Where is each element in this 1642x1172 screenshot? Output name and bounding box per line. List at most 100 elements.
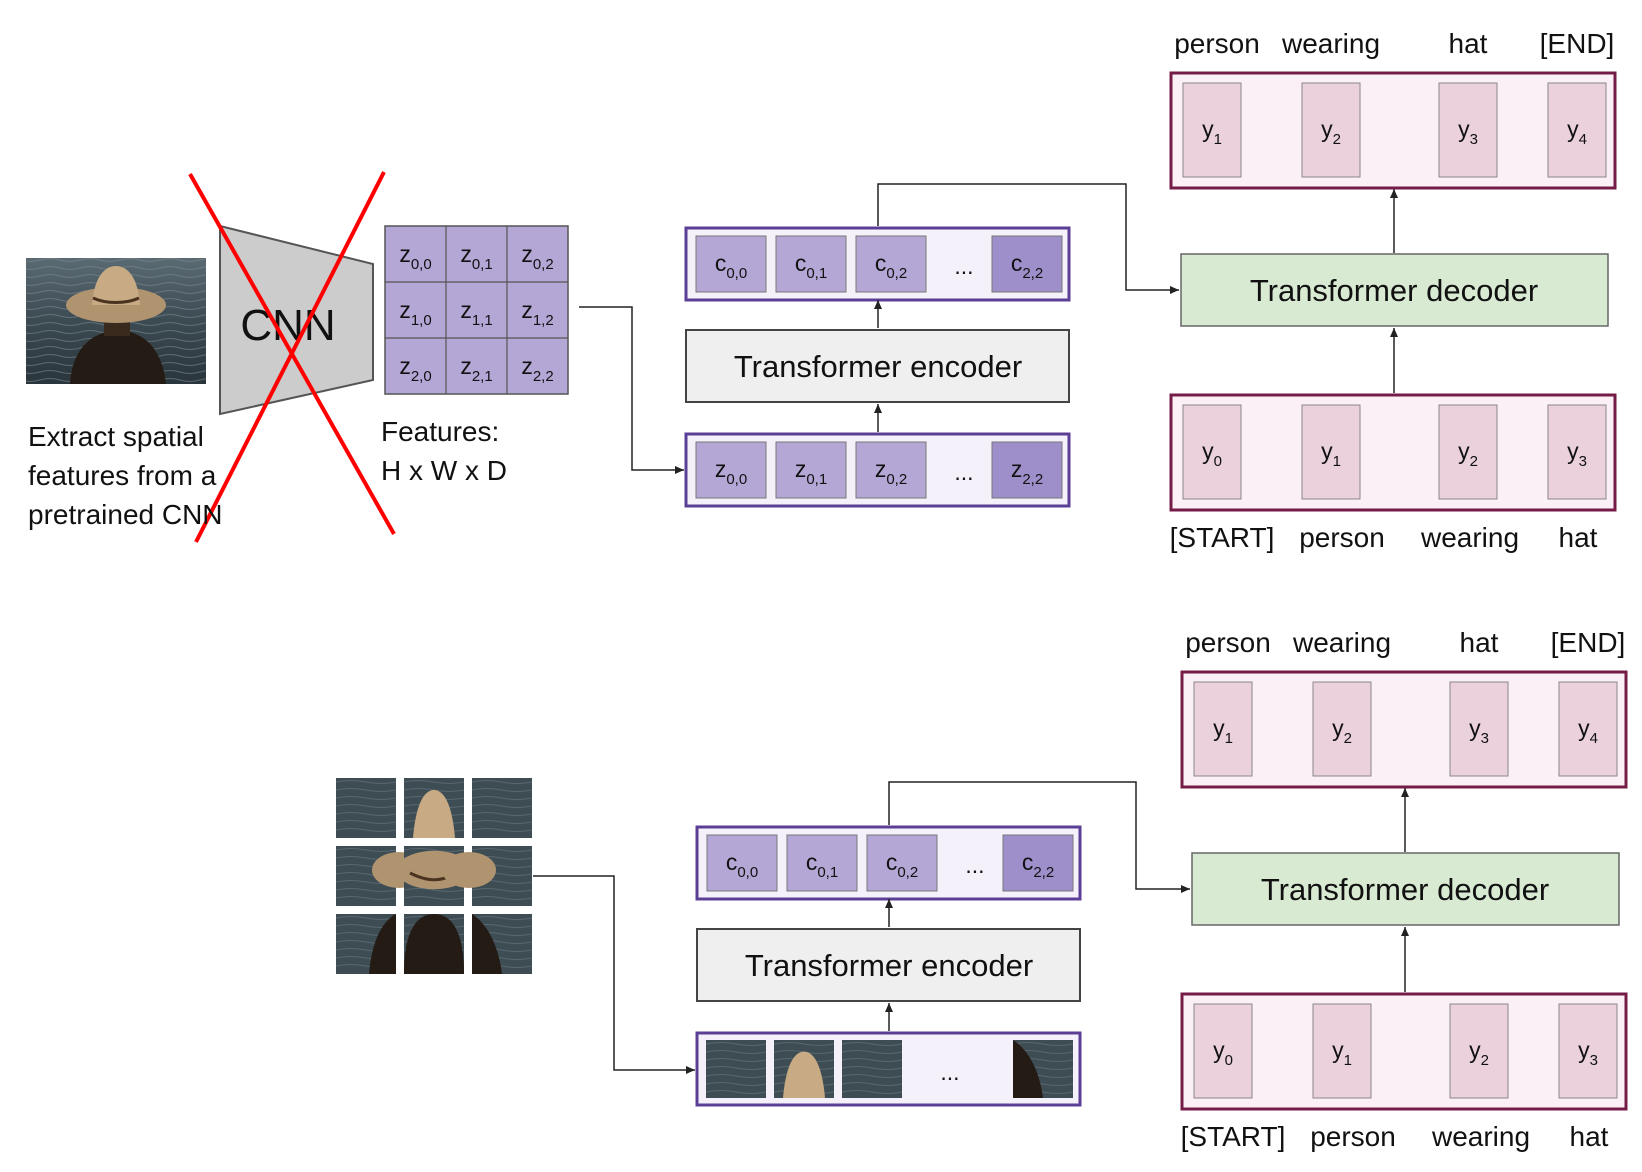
caption-word: [START] [1170, 522, 1275, 553]
caption-word: hat [1559, 522, 1598, 553]
caption-word: person [1185, 627, 1271, 658]
patch-token [773, 1040, 835, 1098]
bottom-transformer-decoder: Transformer decoder [1191, 852, 1620, 926]
token-cell [1449, 1003, 1509, 1099]
token-cell [866, 834, 938, 892]
svg-text:Transformer encoder: Transformer encoder [745, 948, 1033, 983]
cnn-caption: Extract spatial features from a pretrain… [28, 421, 224, 530]
token-label: y3 [1469, 715, 1489, 747]
feature-cell: z1,2 [521, 297, 553, 329]
cnn-label: CNN [240, 301, 335, 350]
token-cell [1182, 82, 1242, 178]
token-label: z0,2 [875, 456, 907, 488]
token-label: y3 [1578, 1037, 1598, 1069]
token-label: z0,1 [795, 456, 827, 488]
caption-word: hat [1460, 627, 1499, 658]
token-label: y2 [1458, 438, 1478, 470]
ellipsis: ... [965, 852, 984, 878]
token-cell [1002, 834, 1074, 892]
patch-token [705, 1040, 767, 1098]
arrow-features-to-encoder [579, 306, 684, 474]
arrow-bottom-encoder-to-decoder [888, 781, 1190, 893]
caption-word: person [1299, 522, 1385, 553]
image-patch [403, 914, 465, 974]
image-patch [471, 778, 533, 838]
input-photo [26, 258, 206, 384]
token-label: y1 [1202, 116, 1222, 148]
token-cell [855, 235, 927, 293]
ellipsis: ... [954, 253, 973, 279]
bottom-decoder-output-row: y1 y2 y3 y4 [1180, 670, 1628, 789]
token-cell [1301, 404, 1361, 500]
token-label: z2,2 [1011, 456, 1043, 488]
token-label: c0,2 [875, 250, 907, 282]
token-cell [1438, 82, 1498, 178]
token-label: y4 [1567, 116, 1587, 148]
image-patch [471, 914, 533, 974]
token-label: c0,0 [726, 849, 758, 881]
token-cell [1547, 82, 1607, 178]
feature-cell: z2,0 [399, 353, 431, 385]
image-patch [442, 846, 533, 906]
caption-word: wearing [1281, 28, 1380, 59]
caption-word: person [1310, 1121, 1396, 1152]
token-label: c0,1 [795, 250, 827, 282]
token-cell [1301, 82, 1361, 178]
svg-text:Transformer decoder: Transformer decoder [1250, 273, 1538, 308]
token-cell [775, 235, 847, 293]
feature-cell: z0,2 [521, 241, 553, 273]
image-patch [335, 778, 397, 838]
token-label: y2 [1332, 715, 1352, 747]
caption-word: [START] [1181, 1121, 1286, 1152]
token-cell [1193, 681, 1253, 777]
bottom-encoder-input-row: ... [695, 1031, 1082, 1107]
token-cell [855, 441, 927, 499]
caption-word: hat [1449, 28, 1488, 59]
top-decoder-output-row: y1 y2 y3 y4 [1169, 71, 1617, 190]
token-cell [991, 235, 1063, 293]
token-label: y3 [1567, 438, 1587, 470]
token-label: y1 [1213, 715, 1233, 747]
token-cell [1312, 681, 1372, 777]
crossed-out-x-icon [188, 171, 396, 543]
token-cell [1449, 681, 1509, 777]
image-patch [403, 778, 465, 838]
token-label: y4 [1578, 715, 1598, 747]
feature-cell: z2,2 [521, 353, 553, 385]
token-cell [1193, 1003, 1253, 1099]
arrow-encoder-to-decoder [877, 183, 1179, 294]
caption-word: wearing [1420, 522, 1519, 553]
caption-word: wearing [1431, 1121, 1530, 1152]
bottom-arrows [533, 781, 1409, 1074]
token-cell [1182, 404, 1242, 500]
token-label: y1 [1321, 438, 1341, 470]
token-label: c2,2 [1022, 849, 1054, 881]
top-transformer-decoder: Transformer decoder [1180, 253, 1609, 327]
caption-word: person [1174, 28, 1260, 59]
top-input-words: [START] person wearing hat [1170, 522, 1598, 553]
token-cell [1558, 681, 1618, 777]
token-label: y2 [1321, 116, 1341, 148]
token-label: c0,1 [806, 849, 838, 881]
token-label: y3 [1458, 116, 1478, 148]
token-label: c0,0 [715, 250, 747, 282]
caption-word: [END] [1551, 627, 1626, 658]
feature-cell: z2,1 [460, 353, 492, 385]
token-cell [695, 441, 767, 499]
token-cell [775, 441, 847, 499]
token-cell [1558, 1003, 1618, 1099]
token-label: y0 [1213, 1037, 1233, 1069]
feature-cell: z1,1 [460, 297, 492, 329]
token-label: y1 [1332, 1037, 1352, 1069]
ellipsis: ... [940, 1059, 959, 1085]
token-cell [991, 441, 1063, 499]
token-cell [1312, 1003, 1372, 1099]
top-transformer-encoder: Transformer encoder [685, 329, 1070, 403]
